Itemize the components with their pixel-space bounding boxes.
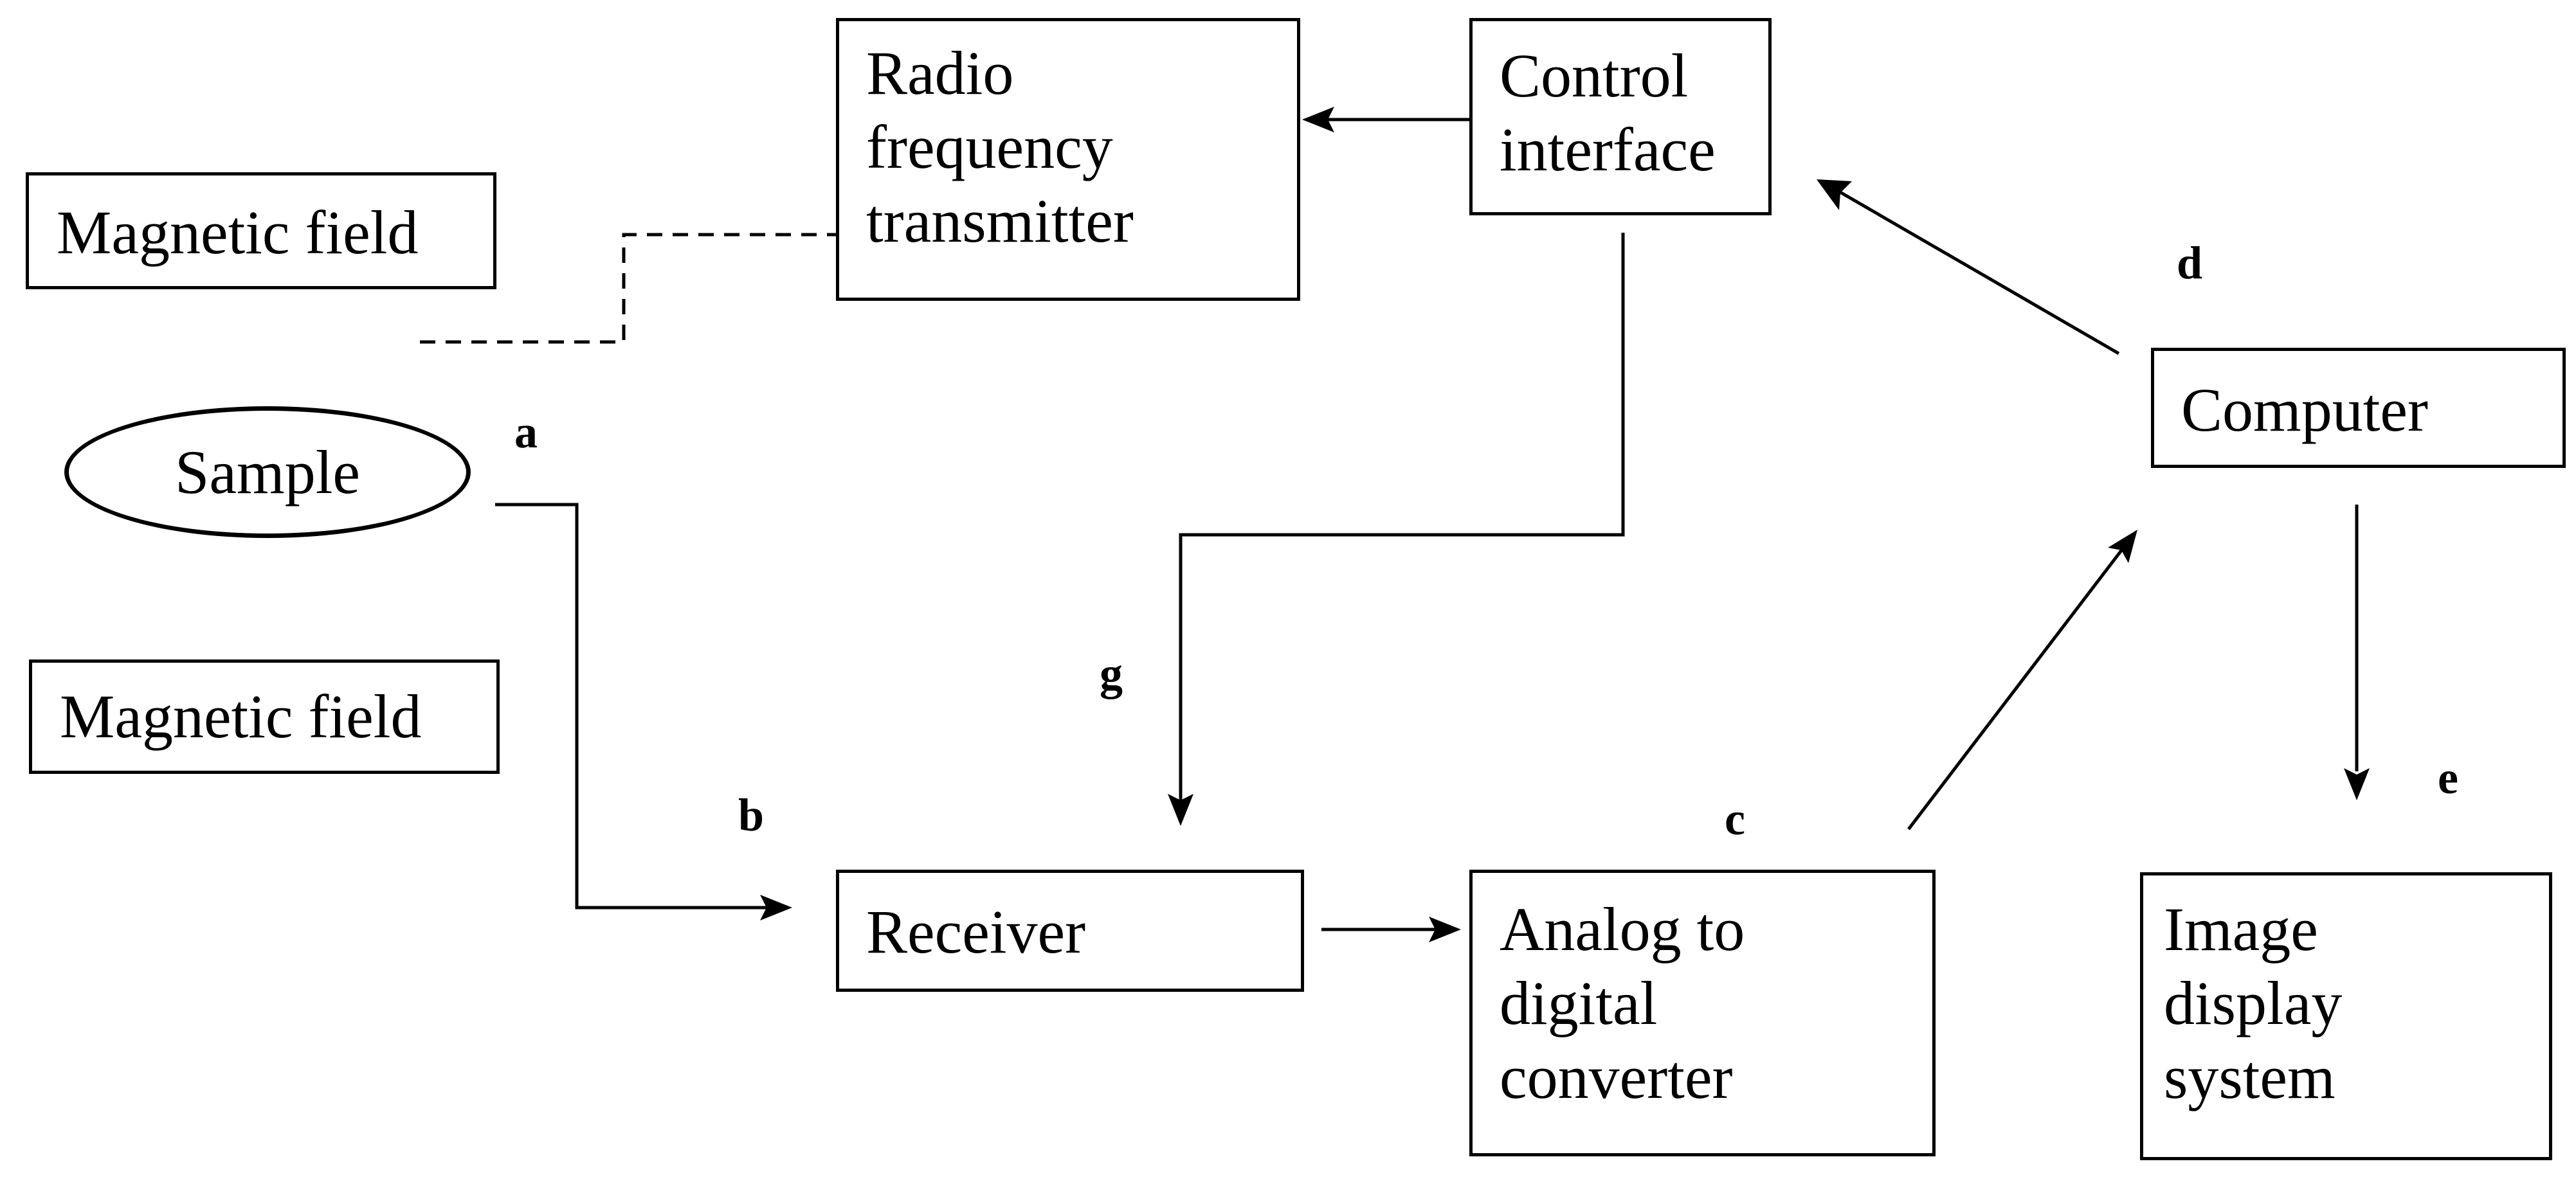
sample-label: Sample — [175, 438, 360, 507]
dashed-link-rf-to-field — [419, 233, 842, 344]
computer-label: Computer — [2181, 375, 2428, 444]
label-e: e — [2438, 752, 2458, 803]
rf-transmitter-label: Radio frequency transmitter — [866, 39, 1134, 255]
arrowhead-computer-to-control — [1817, 179, 1852, 210]
label-a: a — [514, 406, 538, 458]
arrow-control-to-receiver — [1179, 233, 1625, 803]
receiver-label: Receiver — [866, 897, 1086, 966]
rf-transmitter-box — [836, 18, 1300, 301]
magnetic-field-bottom-label: Magnetic field — [60, 682, 422, 751]
arrowhead-computer-to-display — [2344, 768, 2370, 800]
label-g: g — [1100, 648, 1123, 699]
adc-box — [1469, 870, 1936, 1156]
arrow-sample-to-receiver — [495, 503, 768, 910]
magnetic-field-top-box — [26, 172, 496, 289]
arrowhead-sample-to-receiver — [760, 895, 792, 920]
control-interface-label: Control interface — [1500, 41, 1716, 184]
receiver-box — [836, 870, 1304, 992]
label-c: c — [1725, 793, 1745, 845]
arrowhead-control-to-receiver — [1168, 794, 1193, 826]
computer-box — [2151, 348, 2566, 468]
label-d: d — [2177, 237, 2203, 289]
image-display-label: Image display system — [2164, 895, 2343, 1111]
arrowhead-control-to-rf — [1302, 107, 1334, 132]
adc-label: Analog to digital converter — [1500, 895, 1745, 1111]
magnetic-field-top-label: Magnetic field — [57, 198, 419, 267]
arrowhead-adc-to-computer — [2108, 530, 2137, 563]
image-display-box — [2140, 872, 2552, 1160]
magnetic-field-bottom-box — [29, 659, 500, 774]
arrow-adc-to-computer — [1907, 548, 2123, 830]
arrow-computer-to-control — [1838, 190, 2120, 355]
arrowhead-receiver-to-adc — [1429, 917, 1461, 942]
sample-oval: Sample — [64, 406, 471, 538]
control-interface-box — [1469, 18, 1772, 215]
label-b: b — [738, 789, 765, 841]
